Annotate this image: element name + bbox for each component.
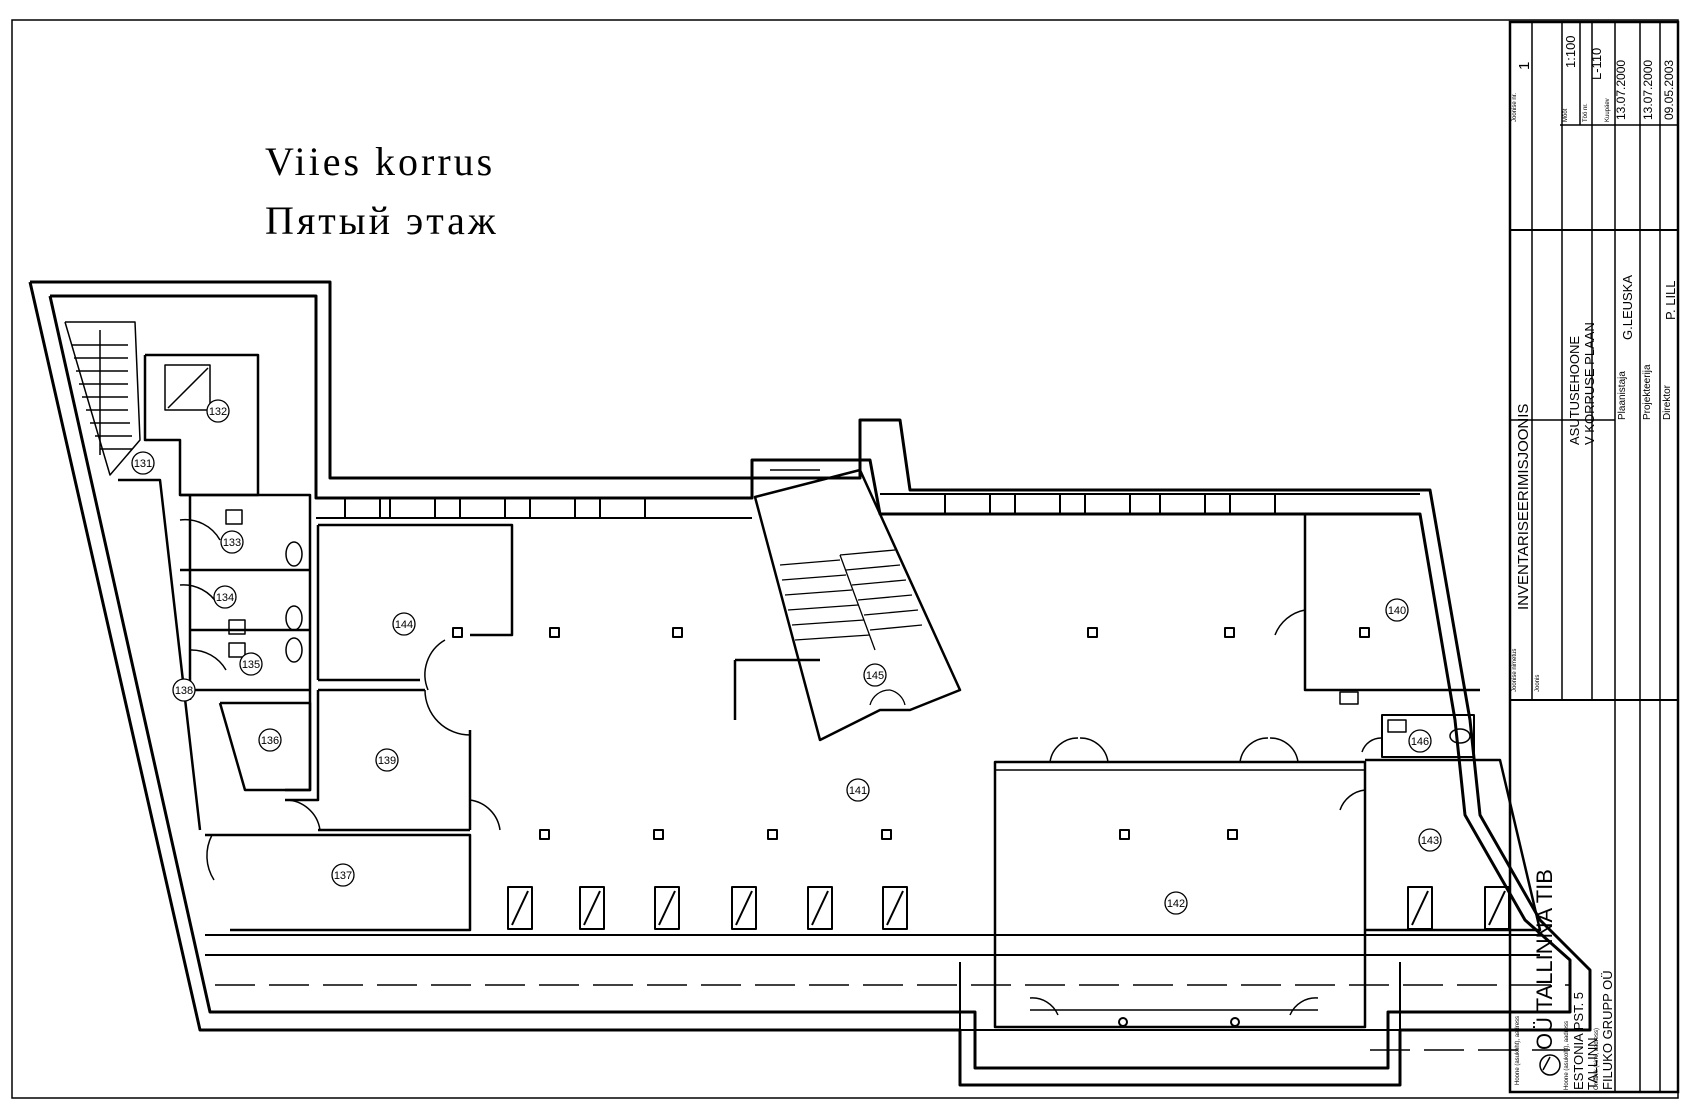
room-label: 132 — [209, 406, 227, 418]
stair-145-steps — [779, 549, 923, 706]
tb-address-line1: ESTONIA PST. 5 — [1571, 991, 1586, 1090]
room-label: 139 — [378, 755, 396, 767]
room-marker-132: 132 — [206, 399, 230, 423]
tb-planner-label: Plaanistaja — [1617, 371, 1628, 420]
tb-owner: FILUKO GRUPP OÜ — [1600, 970, 1615, 1090]
wc-fixtures — [179, 509, 303, 671]
tb-date-2: 13.07.2000 — [1641, 59, 1655, 120]
room-marker-141: 141 — [846, 778, 870, 802]
room-marker-143: 143 — [1418, 828, 1442, 852]
tb-drawing-line2: V KORRUSE PLAAN — [1582, 322, 1597, 445]
tb-date-label: Kuupäev — [1605, 98, 1611, 122]
room-markers: 131 132 133 134 135 136 137 138 139 140 … — [131, 399, 1442, 915]
room-marker-142: 142 — [1164, 891, 1188, 915]
tb-designer-label: Projekteerija — [1642, 364, 1653, 420]
tb-drawing-title: INVENTARISEERIMISJOONIS — [1515, 403, 1532, 610]
room-label: 144 — [395, 619, 413, 631]
room-label: 133 — [223, 537, 241, 549]
columns — [452, 627, 1370, 1027]
stair-core-145 — [733, 468, 962, 742]
room-label: 131 — [134, 458, 152, 470]
room-label: 140 — [1388, 605, 1406, 617]
tb-scale: 1:100 — [1563, 35, 1578, 68]
room-marker-131: 131 — [131, 451, 155, 475]
title-block-frame — [1508, 20, 1680, 1094]
room-label: 142 — [1167, 898, 1185, 910]
tb-scale-label: Mõõt — [1563, 108, 1569, 122]
room-marker-134: 134 — [213, 585, 237, 609]
room-label: 143 — [1421, 835, 1439, 847]
tb-company: OÜ TALLINNA TIB — [1532, 869, 1557, 1050]
tb-drawing-label: Joonis — [1535, 674, 1541, 692]
room-label: 146 — [1411, 736, 1429, 748]
radiators — [507, 886, 1510, 930]
room-label: 145 — [866, 670, 884, 682]
room-label: 135 — [242, 659, 260, 671]
outer-wall — [28, 280, 1592, 1087]
room-marker-133: 133 — [220, 530, 244, 554]
inner-wall — [48, 294, 1572, 1070]
room-marker-135: 135 — [239, 652, 263, 676]
north-windows-east — [880, 493, 1420, 515]
room-label: 137 — [334, 870, 352, 882]
room-label: 141 — [849, 785, 867, 797]
room-label: 136 — [261, 735, 279, 747]
tb-planner: G.LEUSKA — [1620, 274, 1635, 340]
room-139-walls — [284, 688, 501, 832]
room-132-walls — [143, 353, 260, 497]
floor-title-estonian: Viies korrus — [265, 139, 496, 184]
tb-date-1: 13.07.2000 — [1614, 59, 1628, 120]
floor-title-russian: Пятый этаж — [265, 198, 499, 243]
tb-address-label: Hoone (asukoht), aadress — [1564, 1020, 1570, 1090]
room-marker-136: 136 — [258, 728, 282, 752]
tb-hint: Hoone (asukoht), aadress — [1515, 1015, 1521, 1085]
room-marker-140: 140 — [1385, 598, 1409, 622]
tb-work-no: L-110 — [1589, 47, 1604, 80]
room-marker-146: 146 — [1408, 729, 1432, 753]
room-marker-139: 139 — [375, 748, 399, 772]
room-144-walls — [316, 523, 514, 691]
room-140-walls — [1274, 514, 1480, 705]
room-142-walls — [993, 737, 1367, 1029]
tb-date-3: 09.05.2003 — [1662, 59, 1676, 120]
north-windows-west — [316, 497, 752, 519]
room-143-walls — [1339, 758, 1542, 932]
south-windows — [205, 934, 1540, 1031]
tb-director: P. LILL — [1663, 280, 1678, 320]
tb-director-label: Direktor — [1662, 384, 1673, 420]
room-137-walls — [205, 833, 472, 932]
room-label: 138 — [175, 685, 193, 697]
room-marker-138: 138 — [172, 678, 196, 702]
room-label: 134 — [216, 592, 234, 604]
tb-drawing-line1: ASUTUSEHOONE — [1567, 335, 1582, 445]
room-marker-144: 144 — [392, 612, 416, 636]
room-marker-137: 137 — [331, 863, 355, 887]
tb-work-no-label: Töö nr. — [1583, 103, 1589, 122]
stair-west — [64, 321, 141, 476]
tb-drawing-no-label: Joonise nr. — [1512, 92, 1518, 122]
room-136-walls — [218, 701, 312, 792]
tb-drawing-title-label: Joonise nimetus — [1512, 648, 1518, 692]
room-146-walls — [1361, 714, 1475, 758]
tb-drawing-no: 1 — [1516, 61, 1533, 70]
room-marker-145: 145 — [863, 663, 887, 687]
